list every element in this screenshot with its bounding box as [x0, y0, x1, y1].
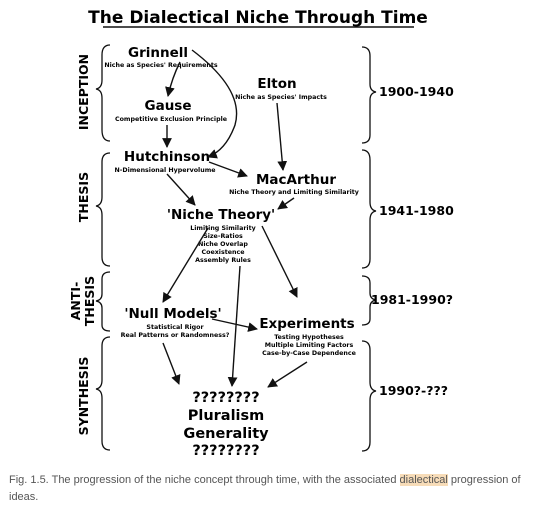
arrow-niche-theory-to-null-models — [162, 227, 209, 303]
node-name: 'Niche Theory' — [167, 207, 275, 223]
figure-caption: Fig. 1.5. The progression of the niche c… — [9, 472, 529, 506]
node-null-models: 'Null Models' Statistical Rigor Real Pat… — [121, 306, 230, 339]
node-item: Case-by-Case Dependence — [262, 350, 356, 357]
phase-label-thesis-2: THESIS — [82, 276, 97, 326]
brace-antithesis — [95, 271, 111, 332]
brace-1941-1980 — [361, 149, 377, 269]
node-item: Assembly Rules — [195, 257, 251, 264]
node-name: Experiments — [259, 316, 354, 332]
arrow-null-models-to-synthesis — [162, 342, 181, 385]
node-item: Multiple Limiting Factors — [265, 342, 354, 349]
brace-synthesis — [95, 336, 111, 451]
brace-1900-1940 — [361, 46, 377, 144]
node-name: 'Null Models' — [124, 306, 221, 322]
brace-1981-1990 — [361, 275, 377, 326]
node-item: Real Patterns or Randomness? — [121, 332, 230, 339]
arrow-hutchinson-to-niche-theory — [166, 173, 196, 206]
synthesis-line: Pluralism — [188, 408, 265, 424]
dialectical-niche-diagram: The Dialectical Niche Through Time INCEP… — [68, 8, 454, 459]
arrow-hutchinson-to-macarthur — [208, 161, 248, 178]
era-label-1990-future: 1990?-??? — [379, 383, 448, 398]
synthesis-line: ???????? — [192, 443, 259, 459]
phase-label-anti: ANTI- — [68, 282, 83, 321]
node-elton: Elton Niche as Species' Impacts — [235, 76, 327, 101]
caption-highlight: dialectical — [399, 474, 448, 486]
node-name: Elton — [257, 76, 296, 92]
node-synthesis: ???????? Pluralism Generality ???????? — [183, 390, 269, 459]
arrow-niche-theory-to-synthesis — [227, 265, 241, 387]
node-item: Testing Hypotheses — [274, 334, 344, 341]
node-niche-theory: 'Niche Theory' Limiting Similarity Size-… — [167, 207, 275, 264]
synthesis-line: Generality — [183, 426, 269, 442]
era-label-1941-1980: 1941-1980 — [379, 203, 454, 218]
node-name: Hutchinson — [124, 149, 210, 165]
caption-text: Fig. 1.5. The progression of the niche c… — [9, 474, 400, 486]
era-label-1900-1940: 1900-1940 — [379, 84, 454, 99]
era-braces — [361, 46, 377, 452]
node-grinnell: Grinnell Niche as Species' Requirements — [104, 45, 218, 69]
phase-label-thesis: THESIS — [76, 172, 91, 222]
brace-inception — [95, 44, 111, 142]
era-label-1981-1990: 1981-1990? — [371, 292, 453, 307]
phase-label-synthesis: SYNTHESIS — [76, 357, 91, 436]
arrow-elton-to-macarthur — [276, 102, 288, 171]
arrow-macarthur-to-niche-theory — [277, 197, 295, 210]
arrow-null-models-to-experiments — [211, 318, 258, 332]
node-subtitle: Competitive Exclusion Principle — [115, 116, 227, 123]
arrow-grinnell-to-hutchinson — [191, 49, 238, 159]
node-experiments: Experiments Testing Hypotheses Multiple … — [259, 316, 356, 357]
node-gause: Gause Competitive Exclusion Principle — [115, 98, 227, 123]
arrow-niche-theory-to-experiments — [261, 225, 298, 298]
node-item: Limiting Similarity — [190, 225, 255, 232]
node-item: Size-Ratios — [203, 233, 243, 240]
node-subtitle: Niche Theory and Limiting Similarity — [229, 189, 359, 196]
synthesis-line: ???????? — [192, 390, 259, 406]
phase-braces — [95, 44, 111, 451]
phase-label-inception: INCEPTION — [76, 54, 91, 130]
node-subtitle: Niche as Species' Impacts — [235, 94, 327, 101]
arrow-grinnell-to-gause — [165, 61, 181, 97]
arrows — [162, 49, 308, 388]
node-name: Grinnell — [128, 45, 188, 61]
node-subtitle: N-Dimensional Hypervolume — [114, 167, 215, 174]
node-hutchinson: Hutchinson N-Dimensional Hypervolume — [114, 149, 215, 174]
node-name: MacArthur — [256, 172, 336, 188]
caption-text-end: progression of ideas. — [9, 474, 521, 503]
brace-1990-future — [361, 340, 377, 452]
node-name: Gause — [145, 98, 192, 114]
node-item: Statistical Rigor — [146, 324, 204, 331]
node-item: Niche Overlap — [198, 241, 248, 248]
brace-thesis — [95, 152, 111, 267]
node-macarthur: MacArthur Niche Theory and Limiting Simi… — [229, 172, 359, 196]
arrow-experiments-to-synthesis — [267, 361, 308, 388]
node-item: Coexistence — [202, 249, 245, 256]
diagram-title: The Dialectical Niche Through Time — [88, 8, 428, 28]
node-subtitle: Niche as Species' Requirements — [104, 62, 218, 69]
